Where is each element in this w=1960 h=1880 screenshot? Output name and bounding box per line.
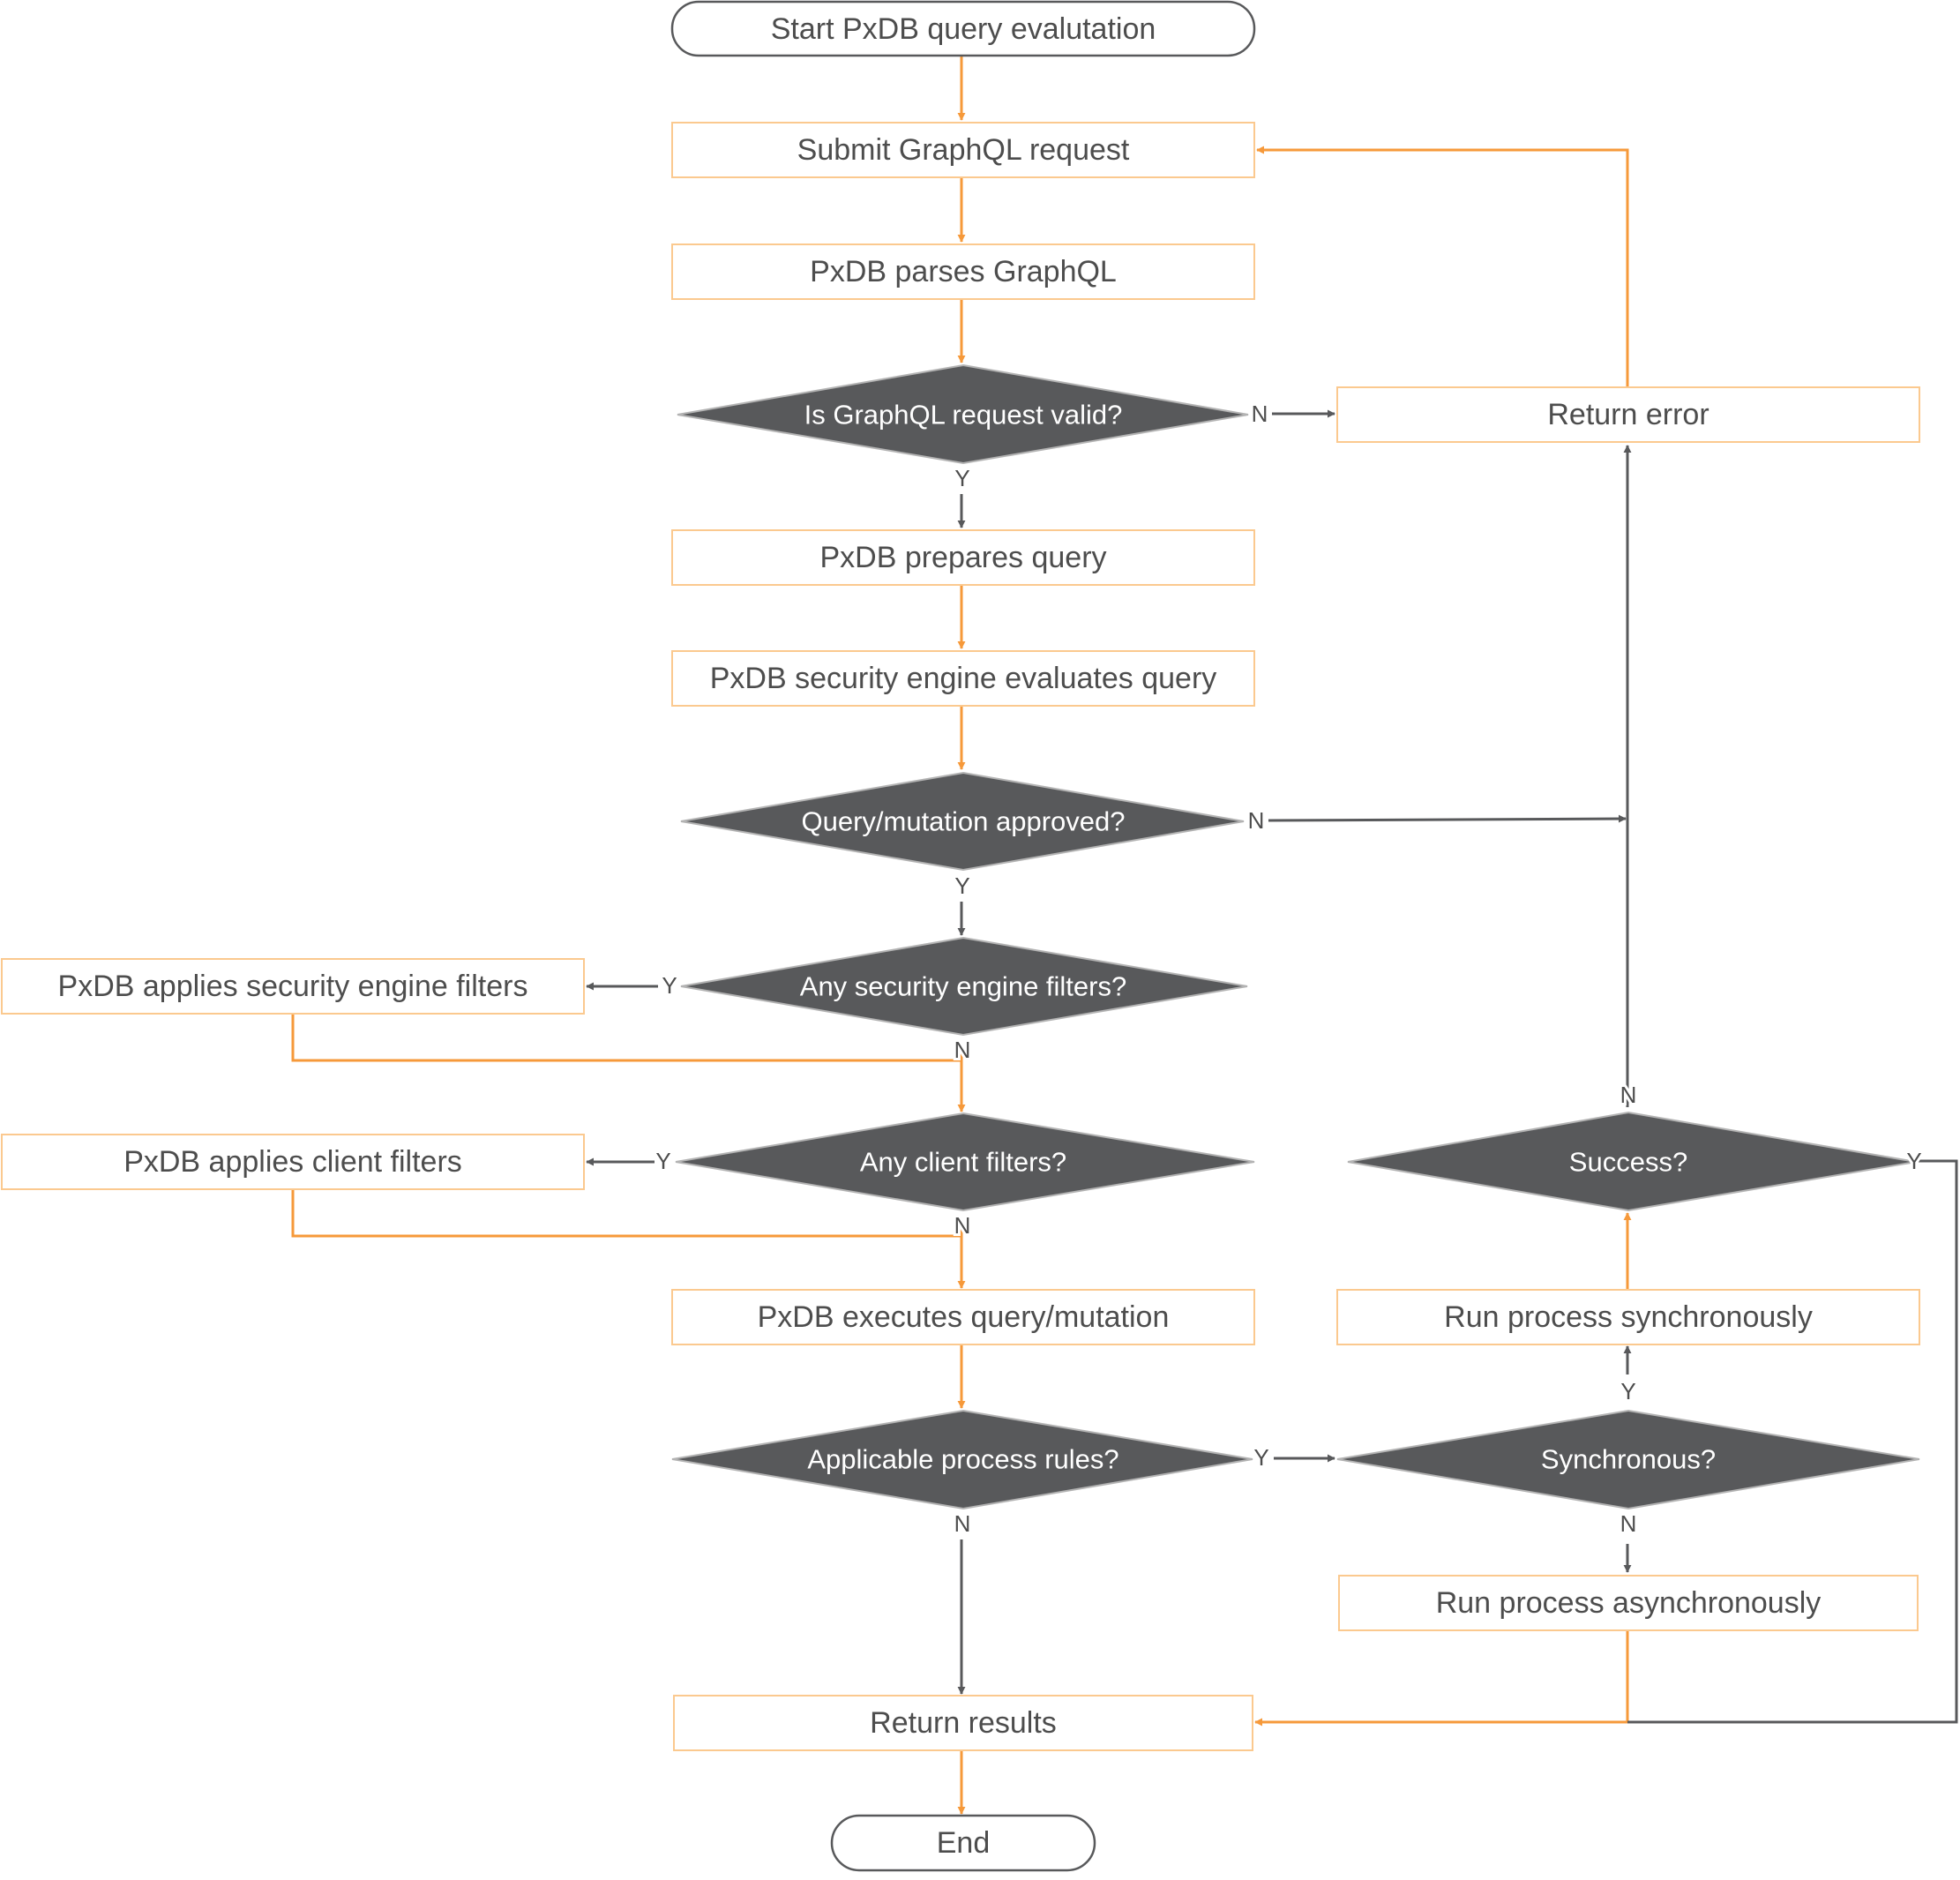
decision-security-filters: Any security engine filters? [680, 936, 1248, 1037]
label-rules-yes: Y [1253, 1444, 1268, 1471]
label-sync-no: N [1620, 1510, 1637, 1537]
process-apply-client-filters-label: PxDB applies client filters [123, 1145, 462, 1179]
edge-approved-no [1268, 814, 1627, 823]
decision-success: Success? [1347, 1111, 1917, 1212]
connectors [291, 56, 1958, 1815]
decision-synchronous: Synchronous? [1336, 1409, 1920, 1510]
process-apply-security-filters-label: PxDB applies security engine filters [58, 970, 528, 1003]
label-approved-yes: Y [954, 873, 969, 899]
label-sync-yes: Y [1620, 1378, 1635, 1404]
process-parse-label: PxDB parses GraphQL [810, 255, 1117, 288]
process-prepare: PxDB prepares query [671, 529, 1255, 586]
process-security-eval-label: PxDB security engine evaluates query [710, 662, 1217, 695]
decision-security-filters-label: Any security engine filters? [800, 971, 1126, 1002]
process-submit-label: Submit GraphQL request [797, 133, 1130, 167]
process-execute: PxDB executes query/mutation [671, 1289, 1255, 1345]
decision-client-filters-label: Any client filters? [860, 1147, 1066, 1178]
decision-success-label: Success? [1569, 1147, 1687, 1178]
decision-synchronous-label: Synchronous? [1541, 1444, 1716, 1475]
edge-applyclient-merge [291, 1188, 961, 1238]
process-return-results-label: Return results [870, 1706, 1057, 1740]
terminal-start-label: Start PxDB query evalutation [771, 12, 1156, 46]
decision-process-rules: Applicable process rules? [671, 1409, 1253, 1510]
terminal-end: End [830, 1814, 1096, 1872]
process-security-eval: PxDB security engine evaluates query [671, 650, 1255, 707]
label-success-yes: Y [1906, 1148, 1921, 1174]
label-clientfilters-no: N [954, 1212, 971, 1239]
label-success-no: N [1620, 1082, 1637, 1108]
decision-client-filters: Any client filters? [675, 1112, 1255, 1212]
edge-async-results [1254, 1629, 1629, 1726]
process-apply-client-filters: PxDB applies client filters [1, 1134, 585, 1190]
process-run-async-label: Run process asynchronously [1436, 1586, 1822, 1620]
label-approved-no: N [1248, 807, 1265, 834]
terminal-end-label: End [937, 1826, 991, 1860]
decision-valid: Is GraphQL request valid? [677, 363, 1249, 465]
process-return-error: Return error [1336, 386, 1920, 443]
decision-approved-label: Query/mutation approved? [801, 806, 1125, 837]
label-valid-no: N [1252, 401, 1268, 427]
label-clientfilters-yes: Y [655, 1148, 670, 1174]
process-run-sync-label: Run process synchronously [1444, 1300, 1813, 1334]
terminal-start: Start PxDB query evalutation [670, 0, 1256, 57]
decision-approved: Query/mutation approved? [680, 771, 1245, 872]
process-apply-security-filters: PxDB applies security engine filters [1, 958, 585, 1015]
edge-applysec-merge [291, 1013, 961, 1062]
process-run-sync: Run process synchronously [1336, 1289, 1920, 1345]
process-execute-label: PxDB executes query/mutation [758, 1300, 1170, 1334]
label-rules-no: N [954, 1510, 971, 1537]
process-run-async: Run process asynchronously [1338, 1575, 1919, 1631]
process-prepare-label: PxDB prepares query [819, 541, 1106, 574]
branch-labels: N Y N Y Y N Y N Y N Y N N Y [655, 398, 1924, 1537]
label-secfilters-yes: Y [662, 972, 677, 999]
process-submit: Submit GraphQL request [671, 122, 1255, 178]
edge-error-submit [1256, 146, 1629, 386]
decision-process-rules-label: Applicable process rules? [807, 1444, 1118, 1475]
process-return-error-label: Return error [1547, 398, 1709, 431]
label-valid-yes: Y [954, 465, 969, 491]
process-return-results: Return results [673, 1695, 1253, 1751]
decision-valid-label: Is GraphQL request valid? [804, 400, 1123, 431]
label-secfilters-no: N [954, 1037, 971, 1063]
process-parse: PxDB parses GraphQL [671, 243, 1255, 300]
